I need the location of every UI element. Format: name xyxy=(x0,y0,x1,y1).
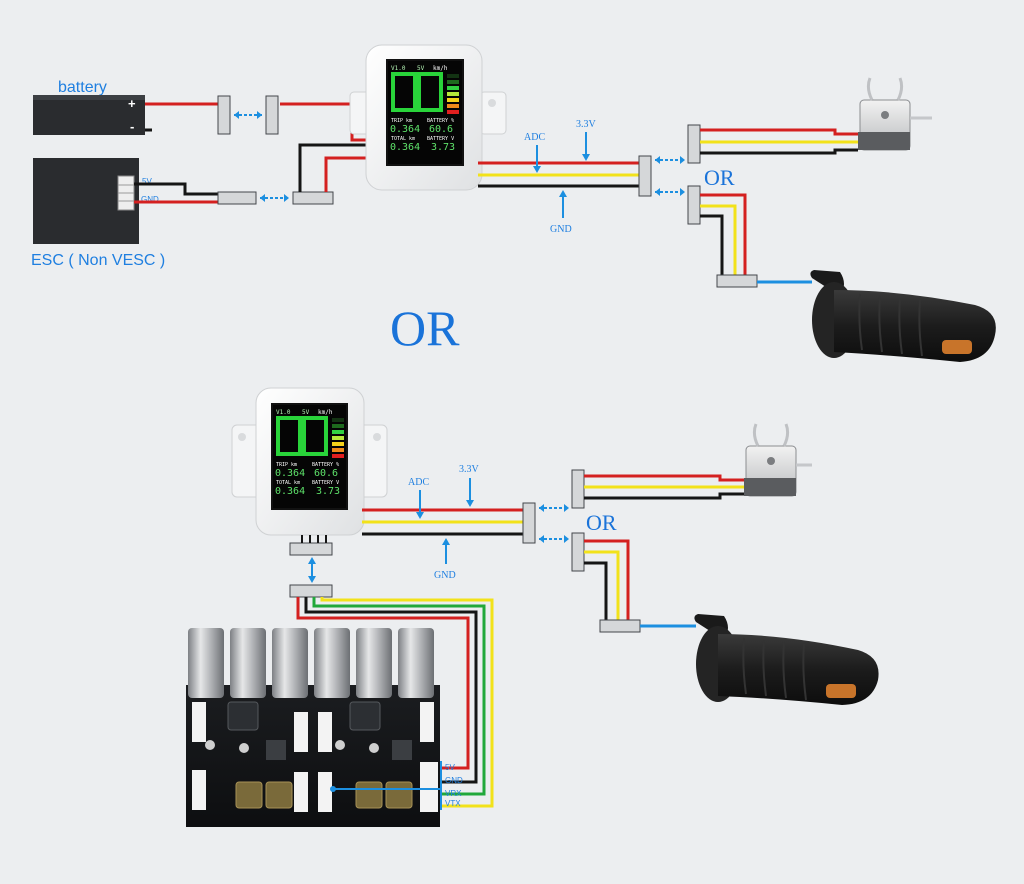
screen-battery-pct-value: 60.6 xyxy=(314,468,338,479)
pcb-pin-5v: 5V xyxy=(445,763,455,772)
bottom-or-small: OR xyxy=(586,510,617,535)
bottom-servo-connector xyxy=(571,469,585,509)
screen-trip-value: 0.364 xyxy=(275,468,305,479)
battery-red-wire xyxy=(145,102,372,142)
screen-total-label: TOTAL km xyxy=(276,480,300,486)
screen-battery-v-label: BATTERY V xyxy=(427,136,454,142)
top-throttle-connector-b xyxy=(716,274,758,288)
bottom-wire-connector xyxy=(522,502,536,544)
pcb-pin-vtx: VTX xyxy=(445,799,461,808)
battery-management-board xyxy=(186,628,440,827)
screen-trip-value: 0.364 xyxy=(390,124,420,135)
top-3v3-label: 3.3V xyxy=(576,119,597,130)
screen-battery-v-value: 3.73 xyxy=(431,142,455,153)
screen-header-v: V1.0 xyxy=(391,65,406,72)
bottom-throttle-connector-b xyxy=(599,619,641,633)
screen-header-unit: km/h xyxy=(433,65,448,72)
battery-cells xyxy=(188,628,434,698)
bottom-3v3-label: 3.3V xyxy=(459,464,480,475)
battery-plus-terminal: + xyxy=(128,96,136,111)
screen-battery-v-value: 3.73 xyxy=(316,486,340,497)
top-throttle-connector-a xyxy=(687,185,701,225)
screen-total-value: 0.364 xyxy=(275,486,305,497)
pcb-pin-vrx: VRX xyxy=(445,789,462,798)
bottom-throttle-connector-a xyxy=(571,532,585,572)
pcb-cable-connector xyxy=(289,584,333,598)
screen-header-v: V1.0 xyxy=(276,409,291,416)
bottom-adc-label: ADC xyxy=(408,477,429,488)
top-screen-content: V1.0 5V km/h TRIP km 0.364 BATTERY % 60.… xyxy=(390,65,459,153)
esc-pin-5v: 5V xyxy=(142,177,152,186)
top-servo-connector xyxy=(687,124,701,164)
battery-connector-right xyxy=(265,95,279,135)
battery-connector-left xyxy=(217,95,231,135)
screen-battery-v-label: BATTERY V xyxy=(312,480,339,486)
bottom-servo-sensor xyxy=(744,423,812,497)
screen-trip-label: TRIP km xyxy=(276,462,297,468)
screen-total-value: 0.364 xyxy=(390,142,420,153)
pcb-pin-gnd: GND xyxy=(445,776,463,785)
esc-connector-right xyxy=(292,191,334,205)
bottom-gnd-label: GND xyxy=(434,570,456,581)
screen-header-5v: 5V xyxy=(417,65,425,72)
esc-black-wire xyxy=(134,182,220,196)
bottom-screen-content: V1.0 5V km/h TRIP km 0.364 BATTERY % 60.… xyxy=(275,409,344,497)
screen-battery-pct-label: BATTERY % xyxy=(312,462,339,468)
esc-pin-gnd: GND xyxy=(141,195,159,204)
screen-total-label: TOTAL km xyxy=(391,136,415,142)
screen-battery-pct-label: BATTERY % xyxy=(427,118,454,124)
screen-header-unit: km/h xyxy=(318,409,333,416)
bottom-display-unit xyxy=(231,387,388,536)
battery-body xyxy=(33,95,145,135)
screen-battery-pct-value: 60.6 xyxy=(429,124,453,135)
esc-label: ESC ( Non VESC ) xyxy=(31,252,165,269)
top-throttle-grip xyxy=(810,270,996,362)
top-adc-label: ADC xyxy=(524,132,545,143)
screen-header-5v: 5V xyxy=(302,409,310,416)
battery-minus-terminal: - xyxy=(130,119,134,134)
big-or-separator: OR xyxy=(390,300,460,356)
bottom-throttle-grip xyxy=(694,614,879,705)
top-wire-connector xyxy=(638,155,652,197)
display-bottom-connector xyxy=(289,542,333,556)
esc-connector-left xyxy=(217,191,257,205)
top-servo-sensor xyxy=(858,77,932,151)
top-gnd-label: GND xyxy=(550,224,572,235)
screen-trip-label: TRIP km xyxy=(391,118,412,124)
top-or-small: OR xyxy=(704,165,735,190)
battery-label: battery xyxy=(58,79,107,96)
